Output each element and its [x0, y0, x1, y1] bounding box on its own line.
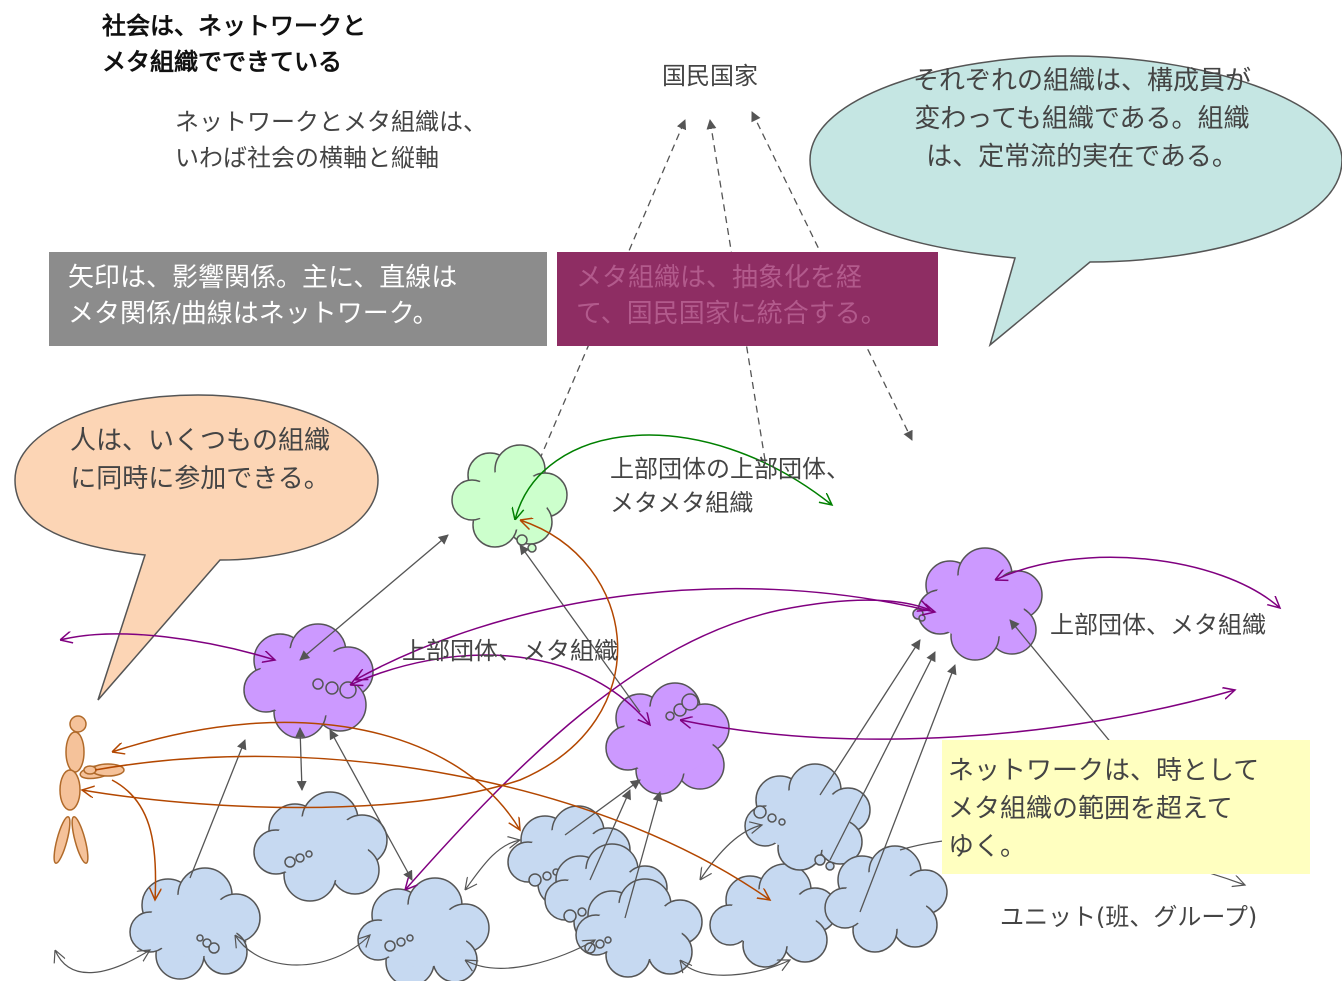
legend-grey-line-2: メタ関係/曲線はネットワーク。 — [68, 299, 439, 329]
note-yellow-line-2: メタ組織の範囲を超えて — [948, 794, 1233, 824]
legend-box-purple — [557, 252, 938, 346]
note-yellow-text: ネットワークは、時として メタ組織の範囲を超えて ゆく。 — [948, 752, 1259, 866]
legend-box-grey — [49, 252, 547, 346]
label-meta-meta-line-1: 上部団体の上部団体、 — [610, 455, 850, 483]
cloud-green — [451, 444, 568, 553]
legend-purple-text: メタ組織は、抽象化を経 て、国民国家に統合する。 — [576, 260, 887, 332]
subtitle-line-1: ネットワークとメタ組織は、 — [175, 108, 487, 136]
title-line-2: メタ組織でできている — [102, 48, 342, 76]
note-yellow-line-1: ネットワークは、時として — [948, 756, 1260, 786]
label-meta-meta-org: 上部団体の上部団体、 メタメタ組織 — [610, 452, 850, 520]
legend-grey-line-1: 矢印は、影響関係。主に、直線は — [68, 263, 458, 293]
label-upper-org-2: 上部団体、メタ組織 — [1050, 611, 1266, 639]
title-line-1: 社会は、ネットワークと — [102, 12, 366, 40]
cloud-purple-right — [912, 547, 1043, 661]
cloud-blue-6 — [575, 878, 703, 978]
cloud-blue-3 — [357, 877, 490, 981]
note-box-yellow — [942, 740, 1310, 874]
label-upper-org-1: 上部団体、メタ組織 — [402, 637, 618, 665]
label-unit: ユニット(班、グループ) — [1000, 903, 1258, 931]
diagram-title: 社会は、ネットワークと メタ組織でできている — [102, 8, 366, 80]
cloud-blue-2 — [253, 791, 388, 902]
cloud-purple-left — [243, 623, 374, 739]
legend-purple-line-2: て、国民国家に統合する。 — [576, 299, 887, 329]
cloud-blue-1 — [129, 867, 261, 980]
callout-peach-text: 人は、いくつもの組織に同時に参加できる。 — [70, 426, 331, 494]
legend-grey-text: 矢印は、影響関係。主に、直線は メタ関係/曲線はネットワーク。 — [68, 260, 457, 332]
label-meta-meta-line-2: メタメタ組織 — [610, 489, 754, 517]
subtitle-line-2: いわば社会の横軸と縦軸 — [175, 144, 439, 172]
diagram-subtitle: ネットワークとメタ組織は、 いわば社会の横軸と縦軸 — [175, 104, 487, 176]
nation-state-label: 国民国家 — [662, 62, 758, 90]
speech-bubble-teal — [809, 55, 1342, 348]
note-yellow-line-3: ゆく。 — [948, 832, 1027, 862]
legend-purple-line-1: メタ組織は、抽象化を経 — [576, 263, 863, 293]
cloud-blue-7 — [709, 863, 838, 968]
callout-teal-text: それぞれの組織は、構成員が変わっても組織である。組織は、定常流的実在である。 — [912, 66, 1251, 172]
